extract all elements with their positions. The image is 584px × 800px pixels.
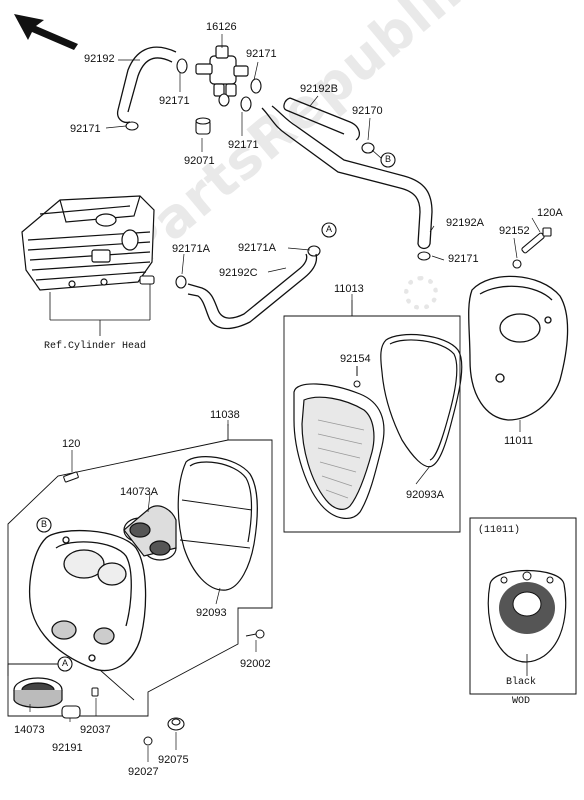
callout-A-bottom-letter: A [62,658,69,668]
label-92152: 92152 [499,225,530,237]
air-cleaner-base [29,530,147,672]
inset-label-wod: WOD [512,696,531,707]
hose-92192C [187,253,318,330]
grommet-92075 [167,717,185,731]
label-92171-b: 92171 [159,95,190,107]
ref-cylinder-bracket [49,284,151,336]
label-92171A-2: 92171A [238,242,276,254]
watermark-gear-icon [404,276,438,310]
gasket-92093A [380,333,463,468]
label-92192A: 92192A [446,217,484,229]
label-92171-e: 92171 [448,253,479,265]
callout-B-bottom-letter: B [41,519,48,529]
cylinder-head [21,195,155,291]
direction-arrow-icon [14,14,78,50]
label-92037: 92037 [80,724,111,736]
element-box-11013 [283,300,461,533]
valve-16126 [195,45,249,97]
hose-92192 [116,46,177,124]
clamp-92170 [361,142,375,154]
callout-A-right-letter: A [326,224,333,234]
callout-B-top-letter: B [385,154,392,164]
callout-A-right [321,222,337,238]
label-92002: 92002 [240,658,271,670]
bolt-120 [63,471,79,483]
label-92171-c: 92171 [70,123,101,135]
label-92171A-1: 92171A [172,243,210,255]
hose-92192A [261,105,433,250]
label-16126: 16126 [206,21,237,33]
label-92093A: 92093A [406,489,444,501]
screw-92002 [245,629,265,639]
label-92093: 92093 [196,607,227,619]
label-92027: 92027 [128,766,159,778]
label-92192B: 92192B [300,83,338,95]
duct-14073 [13,677,63,709]
label-120: 120 [62,438,81,450]
gasket-92093 [177,456,258,591]
label-92171-a: 92171 [246,48,277,60]
fitting-92171A [139,245,321,289]
screw-92152 [512,259,522,269]
bolt-120A [521,227,552,254]
hose-92192B [283,97,361,141]
label-92192C: 92192C [219,267,258,279]
air-filter-element [293,383,385,519]
callout-B-bottom [36,517,52,533]
clip-92037 [91,687,99,697]
label-92071: 92071 [184,155,215,167]
label-11038: 11038 [210,409,240,421]
callout-A-bottom [57,656,73,672]
clamps-top [125,58,262,131]
label-92170: 92170 [352,105,383,117]
grommet-92071 [195,117,211,135]
screw-92154 [353,366,361,388]
assembly-box-11038 [7,424,273,717]
leader-lines [29,34,541,762]
inset-box [469,517,577,695]
plug-92191 [61,705,81,719]
washer-92027 [143,736,153,746]
label-92191: 92191 [52,742,83,754]
label-120A: 120A [537,207,563,219]
label-14073A: 14073A [120,486,158,498]
label-14073: 14073 [14,724,45,736]
label-92192: 92192 [84,53,115,65]
label-11013: 11013 [334,283,364,295]
label-ref-cylinder-head: Ref.Cylinder Head [44,341,147,352]
small-parts-bracket [7,663,135,701]
duct-14073A [123,505,177,561]
label-92154: 92154 [340,353,371,365]
label-92075: 92075 [158,754,189,766]
air-cleaner-cover-11011 [468,275,569,421]
inset-label-black: Black [506,677,537,688]
clamp-92171-right [417,251,431,261]
label-11011: 11011 [504,435,533,447]
callout-B-top [371,149,396,168]
inset-title: (11011) [478,525,521,536]
label-92171-d: 92171 [228,139,259,151]
